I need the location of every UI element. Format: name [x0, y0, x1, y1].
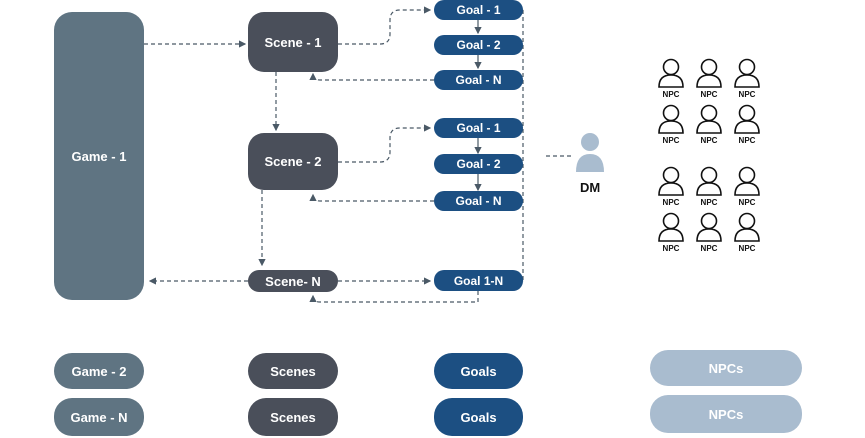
goal-1-n-block: Goal - N [434, 70, 523, 90]
dm-label: DM [580, 180, 601, 195]
legend-game-2-label: Game - 2 [71, 363, 127, 379]
goal-label: Goal - 1 [456, 121, 501, 135]
goal-2-1-block: Goal - 1 [434, 118, 523, 138]
npc-label: NPC [700, 136, 718, 145]
legend-npcs-label: NPCs [708, 360, 744, 376]
legend-game-n-label: Game - N [70, 409, 128, 425]
npc-label: NPC [700, 198, 718, 207]
goal-label: Goal - 1 [456, 3, 501, 17]
person-outline-icon [696, 166, 722, 196]
legend-goals-1: Goals [434, 353, 523, 389]
legend-scenes-2: Scenes [248, 398, 338, 436]
scene-1-label: Scene - 1 [264, 34, 322, 50]
goal-2-2-block: Goal - 2 [434, 154, 523, 174]
person-outline-icon [696, 212, 722, 242]
legend-game-n: Game - N [54, 398, 144, 436]
person-outline-icon [734, 104, 760, 134]
scene1-to-goal1-arrow [338, 6, 432, 45]
dm-person-icon [576, 133, 604, 172]
legend-scenes-label: Scenes [270, 409, 316, 425]
person-outline-icon [696, 58, 722, 88]
person-outline-icon [734, 58, 760, 88]
legend-goals-2: Goals [434, 398, 523, 436]
npc-label: NPC [662, 244, 680, 253]
npc-label: NPC [700, 244, 718, 253]
legend-npcs-2: NPCs [650, 395, 802, 433]
goalN-to-scene2-arrow [309, 193, 434, 202]
npc-label: NPC [662, 198, 680, 207]
npc-label: NPC [738, 90, 756, 99]
scene-2-label: Scene - 2 [264, 154, 322, 169]
goal-1-1-block: Goal - 1 [434, 0, 523, 20]
person-outline-icon [658, 58, 684, 88]
goal-label: Goal - N [455, 73, 502, 87]
goal-label: Goal 1-N [453, 273, 504, 288]
legend-goals-label: Goals [460, 409, 497, 425]
legend-goals-label: Goals [460, 363, 497, 379]
person-outline-icon [658, 104, 684, 134]
game-1-block: Game - 1 [54, 12, 144, 300]
scene2-to-goal1-arrow [338, 124, 432, 163]
person-outline-icon [696, 104, 722, 134]
npc-label: NPC [738, 198, 756, 207]
npc-label: NPC [700, 90, 718, 99]
scene-2-block: Scene - 2 [248, 133, 338, 190]
scene-1-block: Scene - 1 [248, 12, 338, 72]
game-1-label: Game - 1 [71, 148, 127, 164]
legend-npcs-1: NPCs [650, 350, 802, 386]
person-outline-icon [658, 212, 684, 242]
legend-npcs-label: NPCs [708, 406, 744, 422]
goal-1-2-block: Goal - 2 [434, 35, 523, 55]
person-outline-icon [734, 212, 760, 242]
goal-label: Goal - N [455, 194, 502, 208]
legend-scenes-1: Scenes [248, 353, 338, 389]
goal-1-n-final-block: Goal 1-N [434, 270, 523, 291]
goal-2-n-block: Goal - N [434, 191, 523, 211]
scene-n-block: Scene- N [248, 270, 338, 292]
npc-label: NPC [738, 136, 756, 145]
goal1N-to-sceneN-arrow [309, 291, 479, 303]
person-outline-icon [658, 166, 684, 196]
legend-game-2: Game - 2 [54, 353, 144, 389]
goal-label: Goal - 2 [456, 157, 501, 171]
legend-scenes-label: Scenes [270, 363, 316, 379]
npc-label: NPC [738, 244, 756, 253]
scene-n-label: Scene- N [265, 273, 321, 289]
npc-label: NPC [662, 90, 680, 99]
person-outline-icon [734, 166, 760, 196]
goal-label: Goal - 2 [456, 38, 501, 52]
npc-label: NPC [662, 136, 680, 145]
